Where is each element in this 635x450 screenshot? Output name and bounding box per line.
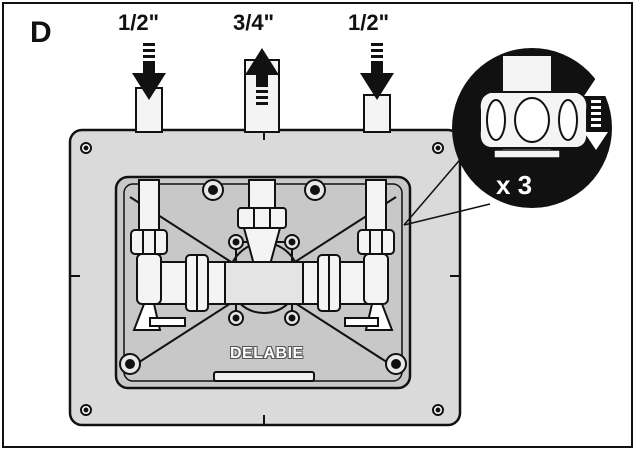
callout-quantity: x 3 bbox=[496, 170, 533, 200]
right-valve bbox=[344, 229, 395, 331]
brand-mark: DELABIE bbox=[230, 345, 304, 362]
arrow-up-center bbox=[245, 48, 279, 105]
pipe-right bbox=[363, 94, 391, 133]
left-valve bbox=[130, 229, 186, 331]
arrow-down-right bbox=[360, 43, 394, 100]
tighten-arrow bbox=[584, 78, 608, 150]
bottom-slot bbox=[213, 371, 315, 382]
callout-leader bbox=[403, 147, 471, 226]
box-bosses bbox=[119, 179, 407, 375]
valve-body bbox=[149, 254, 379, 312]
detail-callout bbox=[452, 48, 612, 208]
pipe-size-center-label: 3/4" bbox=[233, 10, 275, 35]
pipe-size-left-label: 1/2" bbox=[118, 10, 160, 35]
plate-screws bbox=[80, 142, 444, 416]
pipe-size-right-label: 1/2" bbox=[348, 10, 390, 35]
step-letter: D bbox=[30, 16, 52, 49]
arrow-down-left bbox=[132, 43, 166, 100]
